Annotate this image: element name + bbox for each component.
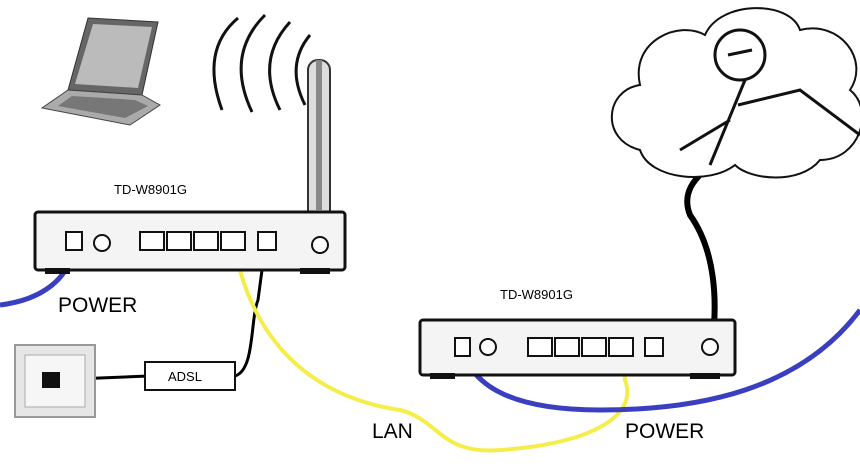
cloud-cable — [684, 167, 718, 346]
router-1-power-label: POWER — [58, 294, 138, 317]
router-2-model-label: TD-W8901G — [500, 287, 573, 302]
stick-figure-icon — [679, 28, 860, 166]
power-cable-2 — [459, 308, 860, 413]
wifi-signal-icon — [212, 13, 312, 113]
router-2 — [418, 318, 737, 379]
cloud-icon — [610, 7, 860, 179]
router-1-model-label: TD-W8901G — [114, 182, 187, 197]
adsl-label: ADSL — [168, 369, 202, 384]
router-1 — [33, 59, 347, 274]
phone-wall-socket-icon — [14, 344, 96, 418]
router-2-power-label: POWER — [625, 420, 705, 443]
lan-label: LAN — [372, 420, 413, 443]
lan-cable — [232, 244, 630, 453]
adsl-splitter — [144, 361, 236, 391]
laptop-icon — [40, 17, 161, 126]
